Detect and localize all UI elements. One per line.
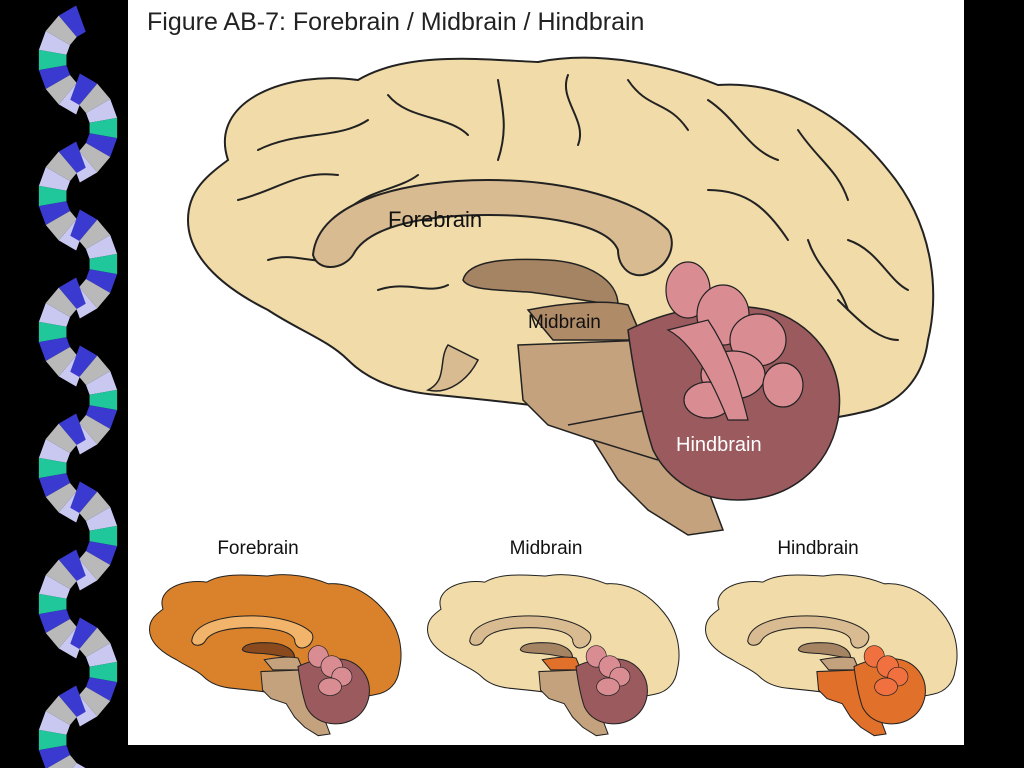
ribbon-segment — [70, 345, 118, 455]
ribbon-band — [85, 643, 118, 667]
label-midbrain: Midbrain — [528, 312, 601, 333]
ribbon-band — [89, 661, 118, 683]
cortex-gyri — [237, 74, 909, 341]
thumb-corpus-callosum — [191, 615, 314, 649]
ribbon-band — [58, 413, 86, 446]
ribbon-band — [45, 619, 77, 649]
ribbon-band — [58, 549, 86, 582]
ribbon-band — [38, 49, 67, 71]
ribbon-band — [85, 541, 118, 565]
thumb-corpus-callosum — [747, 615, 870, 649]
ribbon-band — [79, 355, 111, 385]
ribbon-segment — [38, 685, 86, 768]
thalamus — [462, 258, 619, 306]
ribbon-band — [47, 755, 77, 768]
ribbon-band — [70, 345, 98, 378]
ribbon-band — [89, 117, 118, 139]
thumbnail-midbrain — [426, 574, 680, 737]
ribbon-band — [45, 695, 77, 725]
ribbon-band — [38, 65, 71, 89]
ribbon-band — [38, 321, 67, 343]
ribbon-band — [38, 711, 71, 735]
ribbon-band — [85, 677, 118, 701]
ribbon-band — [45, 15, 77, 45]
ribbon-band — [79, 491, 111, 521]
ribbon-band — [58, 5, 86, 38]
ribbon-band — [38, 457, 67, 479]
ribbon-band — [58, 277, 86, 310]
ribbon-band — [70, 481, 98, 514]
ribbon-band — [79, 687, 111, 717]
ribbon-band — [85, 235, 118, 259]
ribbon-band — [72, 762, 86, 768]
ribbon-band — [38, 473, 71, 497]
ribbon-band — [79, 219, 111, 249]
ribbon-band — [85, 371, 118, 395]
ribbon-band — [79, 627, 111, 657]
thumb-arbor-vitae — [863, 645, 909, 696]
ribbon-band — [38, 167, 71, 191]
thumb-corpus-callosum — [469, 615, 592, 649]
ribbon-band — [45, 211, 77, 241]
thumbnail-caption-midbrain: Midbrain — [509, 538, 583, 559]
ribbon-band — [38, 303, 71, 327]
ribbon-segment — [38, 277, 86, 387]
ribbon-band — [58, 141, 86, 174]
decorative-ribbon-border — [38, 5, 118, 768]
ribbon-band — [45, 483, 77, 513]
ribbon-band — [38, 201, 71, 225]
ribbon-band — [38, 609, 71, 633]
ribbon-band — [38, 185, 67, 207]
ribbon-segment — [38, 5, 86, 115]
ribbon-band — [38, 337, 71, 361]
hypothalamus-detail — [425, 344, 480, 392]
corpus-callosum — [311, 178, 673, 277]
ribbon-band — [89, 253, 118, 275]
ribbon-band — [85, 507, 118, 531]
ribbon-band — [45, 151, 77, 181]
ribbon-band — [70, 617, 98, 650]
label-forebrain: Forebrain — [388, 207, 482, 232]
ribbon-band — [45, 347, 77, 377]
brain-sagittal-diagram: Forebrain Midbrain Hindbrain — [186, 56, 935, 536]
ribbon-band — [85, 405, 118, 429]
thumbnail-caption-hindbrain: Hindbrain — [777, 538, 859, 559]
midbrain-region — [526, 301, 645, 341]
ribbon-band — [58, 685, 86, 718]
arbor-vitae — [665, 261, 804, 421]
ribbon-band — [45, 423, 77, 453]
ribbon-band — [38, 439, 71, 463]
ribbon-band — [38, 31, 71, 55]
figure-title: Figure AB-7: Forebrain / Midbrain / Hind… — [147, 8, 645, 36]
ribbon-band — [45, 559, 77, 589]
ribbon-band — [79, 83, 111, 113]
ribbon-band — [38, 575, 71, 599]
ribbon-band — [45, 287, 77, 317]
ribbon-band — [85, 269, 118, 293]
thumbnail-hindbrain — [704, 574, 958, 737]
thumbnail-caption-forebrain: Forebrain — [217, 538, 299, 559]
thumb-arbor-vitae — [585, 645, 631, 696]
ribbon-band — [38, 593, 67, 615]
ribbon-segment — [38, 549, 86, 659]
ribbon-band — [70, 209, 98, 242]
ribbon-band — [79, 143, 111, 173]
ribbon-band — [85, 133, 118, 157]
ribbon-band — [79, 279, 111, 309]
ribbon-band — [89, 389, 118, 411]
ribbon-band — [79, 551, 111, 581]
ribbon-band — [45, 75, 77, 105]
ribbon-band — [89, 525, 118, 547]
ribbon-band — [38, 745, 71, 768]
ribbon-band — [38, 729, 67, 751]
label-hindbrain: Hindbrain — [676, 434, 762, 456]
thumb-arbor-vitae — [307, 645, 353, 696]
thumbnail-forebrain — [148, 574, 402, 737]
brainstem-divisions — [567, 409, 659, 461]
ribbon-band — [85, 99, 118, 123]
ribbon-band — [79, 415, 111, 445]
figure-panel: Figure AB-7: Forebrain / Midbrain / Hind… — [128, 0, 964, 745]
ribbon-band — [70, 73, 98, 106]
ribbon-segment — [70, 73, 118, 183]
